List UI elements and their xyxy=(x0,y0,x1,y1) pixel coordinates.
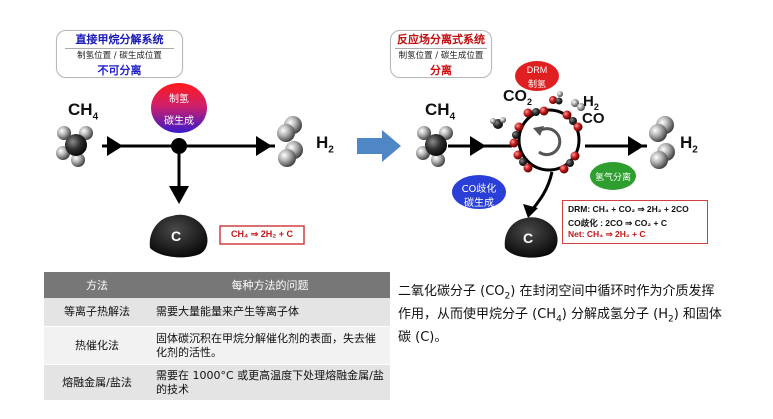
left-arrowhead-2 xyxy=(256,136,272,156)
left-h2-text: H xyxy=(316,133,329,152)
left-ch4-label: CH4 xyxy=(68,100,98,122)
description-sub-2: 4 xyxy=(556,314,562,325)
left-ch4-sub: 4 xyxy=(92,111,99,123)
right-h2-molecule xyxy=(649,116,675,169)
left-bubble-top-label: 制氢 xyxy=(169,94,189,105)
right-co-label: CO xyxy=(582,110,605,127)
drm-bubble xyxy=(515,61,559,91)
right-carbon-pile xyxy=(504,217,558,258)
right-system-result: 分离 xyxy=(430,64,452,77)
right-h2-output-sub: 2 xyxy=(692,144,698,156)
right-equation-box: DRM: CH₄ + CO₂ ⇒ 2H₂ + 2CO CO歧化 : 2CO ⇒ … xyxy=(562,200,708,244)
table-cell-problem: 固体碳沉积在甲烷分解催化剂的表面，失去催化剂的活性。 xyxy=(150,326,390,365)
left-down-arrowhead xyxy=(169,186,189,204)
right-ch4-label: CH4 xyxy=(425,100,455,122)
left-h2-molecule xyxy=(277,116,303,167)
right-co2-label: CO2 xyxy=(503,88,532,107)
ring-small-molecules xyxy=(490,91,585,129)
description-part-4: ) 和固体碳 (C)。 xyxy=(398,307,722,346)
table-row: 热催化法 固体碳沉积在甲烷分解催化剂的表面，失去催化剂的活性。 xyxy=(44,326,390,365)
left-equation: CH₄ ⇒ 2H₂ + C xyxy=(230,229,294,239)
methods-table: 方法 每种方法的问题 等离子热解法 需要大量能量来产生等离子体 热催化法 固体碳… xyxy=(44,272,390,401)
right-system-box: 反应场分离式系统 制氢位置 / 碳生成位置 分离 xyxy=(390,30,492,78)
table-cell-method: 等离子热解法 xyxy=(44,298,150,327)
description-text: 二氧化碳分子 (CO2) 在封闭空间中循环时作为介质发挥作用，从而使甲烷分子 (… xyxy=(398,283,726,348)
table-header-problem: 每种方法的问题 xyxy=(150,272,390,298)
right-h2-output-text: H xyxy=(680,133,693,152)
description-part-2: ) 在封闭空间中循环时作为介质发挥作用，从而使甲烷分子 (CH xyxy=(398,284,715,323)
left-h2-label: H2 xyxy=(316,133,334,155)
table-row: 熔融金属/盐法 需要在 1000°C 或更高温度下处理熔融金属/盐的技术 xyxy=(44,364,390,401)
reactor-ring xyxy=(517,108,581,172)
left-arrowhead-1 xyxy=(107,136,123,156)
right-h2-output-label: H2 xyxy=(680,133,698,155)
left-system-box: 直接甲烷分解系统 制氢位置 / 碳生成位置 不可分离 xyxy=(56,30,183,78)
left-h2-sub: 2 xyxy=(328,144,334,156)
carbon-curve-arrow xyxy=(530,171,554,211)
reactor-cycle-arrowhead xyxy=(533,126,544,136)
left-system-result: 不可分离 xyxy=(97,64,142,77)
right-inner-h2-label: H2 xyxy=(583,93,599,112)
description-sub-1: 2 xyxy=(504,291,511,302)
right-input-arrowhead xyxy=(470,136,486,156)
table-cell-method: 热催化法 xyxy=(44,326,150,365)
left-ch4-molecule xyxy=(56,126,93,167)
equation-co: CO歧化 : 2CO ⇒ CO₂ + C xyxy=(568,218,667,228)
carbon-curve-arrowhead xyxy=(523,204,538,218)
left-equation-box xyxy=(219,225,305,245)
table-header-method: 方法 xyxy=(44,272,150,298)
right-inner-h2-sub: 2 xyxy=(593,102,599,112)
h2-separation-label: 氢气分离 xyxy=(594,173,631,183)
left-ch4-text: CH xyxy=(68,100,93,119)
drm-bubble-top-label: DRM xyxy=(526,65,548,75)
equation-net: Net: CH₄ ⇒ 2H₂ + C xyxy=(568,229,646,239)
right-ch4-molecule xyxy=(416,126,453,167)
reactor-cycle-icon xyxy=(536,127,562,157)
right-output-arrowhead xyxy=(628,136,644,156)
equation-drm: DRM: CH₄ + CO₂ ⇒ 2H₂ + 2CO xyxy=(568,204,689,214)
co-bubble-top-label: CO歧化 xyxy=(461,184,497,195)
left-system-title: 直接甲烷分解系统 xyxy=(75,33,164,46)
table-cell-problem: 需要在 1000°C 或更高温度下处理熔融金属/盐的技术 xyxy=(150,364,390,401)
description-sub-3: 2 xyxy=(667,314,674,325)
right-system-title: 反应场分离式系统 xyxy=(397,33,485,46)
right-carbon-label: C xyxy=(523,230,534,246)
right-ch4-sub: 4 xyxy=(449,111,456,123)
left-system-positions: 制氢位置 / 碳生成位置 xyxy=(65,48,174,63)
description-part-3: ) 分解成氢分子 (H xyxy=(561,307,668,323)
drm-bubble-bottom-label: 制氢 xyxy=(527,80,546,90)
description-part-1: 二氧化碳分子 (CO xyxy=(398,284,505,299)
table-cell-problem: 需要大量能量来产生等离子体 xyxy=(150,298,390,327)
right-co2-sub: 2 xyxy=(527,97,533,108)
left-carbon-pile xyxy=(149,214,208,258)
right-co2-text: CO xyxy=(503,88,527,105)
co-bubble-bottom-label: 碳生成 xyxy=(464,198,494,209)
ring-co2-molecules xyxy=(509,106,583,174)
table-cell-method: 熔融金属/盐法 xyxy=(44,364,150,401)
co-disproportionation-bubble xyxy=(452,175,506,209)
left-junction-dot xyxy=(171,138,187,154)
h2-separation-bubble xyxy=(590,162,636,190)
left-reaction-bubble xyxy=(151,83,207,133)
right-system-positions: 制氢位置 / 碳生成位置 xyxy=(395,48,487,63)
right-ch4-text: CH xyxy=(425,100,450,119)
right-inner-h2-text: H xyxy=(583,93,594,110)
left-bubble-bottom-label: 碳生成 xyxy=(164,116,194,127)
left-carbon-label: C xyxy=(171,228,182,244)
table-row: 等离子热解法 需要大量能量来产生等离子体 xyxy=(44,298,390,327)
transition-arrow xyxy=(357,130,401,162)
